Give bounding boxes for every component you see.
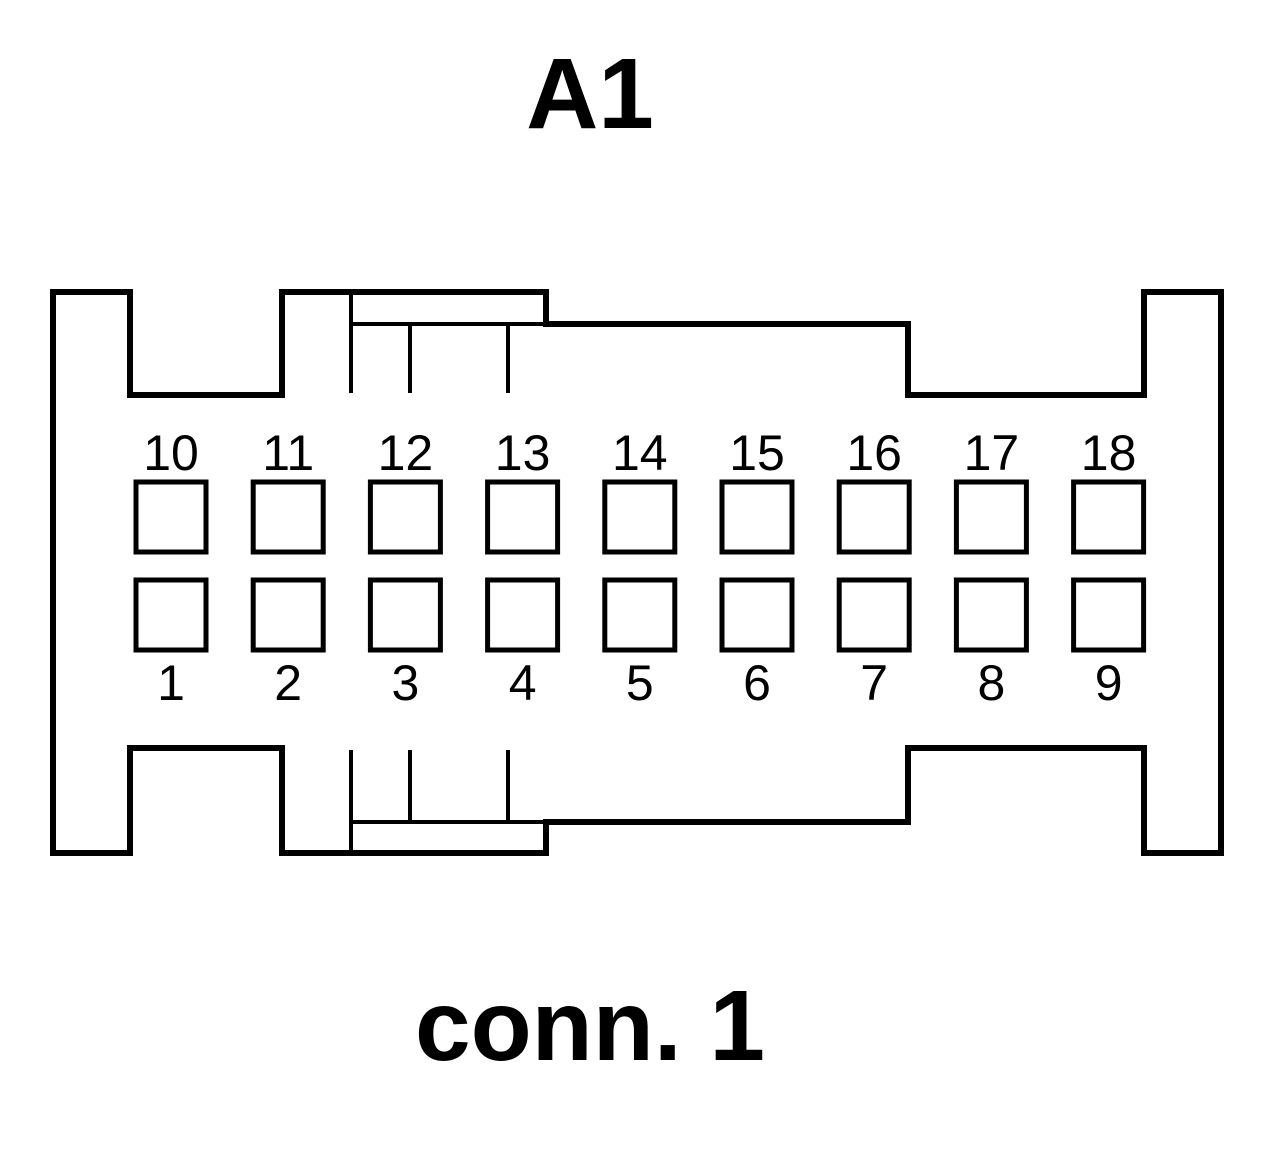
- pin-cavity-10: [133, 479, 209, 555]
- pin-label-18: 18: [1081, 425, 1137, 481]
- pin-label-11: 11: [262, 425, 314, 481]
- pin-cavity-6: [719, 577, 795, 653]
- pin-cavity-3: [367, 577, 443, 653]
- pin-row-top: 10 11 12 13 14 15 16 17 18: [133, 425, 1147, 555]
- pin-cavity-11: [250, 479, 326, 555]
- pin-cavity-1: [133, 577, 209, 653]
- pin-label-3: 3: [391, 655, 419, 711]
- pin-label-6: 6: [743, 655, 771, 711]
- pin-label-9: 9: [1095, 655, 1123, 711]
- connector-housing: [50, 289, 1224, 856]
- pin-cavity-9: [1071, 577, 1147, 653]
- pin-cavity-5: [602, 577, 678, 653]
- top-latch: [349, 295, 546, 393]
- pin-label-16: 16: [846, 425, 902, 481]
- bottom-latch: [349, 750, 546, 850]
- pin-label-2: 2: [274, 655, 302, 711]
- pin-cavity-4: [485, 577, 561, 653]
- pin-cavity-14: [602, 479, 678, 555]
- pin-label-7: 7: [860, 655, 888, 711]
- pin-cavity-15: [719, 479, 795, 555]
- pin-cavity-12: [367, 479, 443, 555]
- pin-label-17: 17: [964, 425, 1020, 481]
- pin-cavity-17: [953, 479, 1029, 555]
- pin-label-4: 4: [509, 655, 537, 711]
- pin-cavity-18: [1071, 479, 1147, 555]
- pin-label-8: 8: [977, 655, 1005, 711]
- pin-label-1: 1: [157, 655, 185, 711]
- pin-label-14: 14: [612, 425, 668, 481]
- pin-cavity-2: [250, 577, 326, 653]
- connector-id-label: A1: [526, 38, 654, 150]
- pin-cavity-8: [953, 577, 1029, 653]
- pin-label-10: 10: [143, 425, 199, 481]
- pin-label-12: 12: [378, 425, 434, 481]
- pin-row-bottom: 1 2 3 4 5 6 7 8 9: [133, 577, 1147, 711]
- connector-caption: conn. 1: [415, 970, 765, 1082]
- pin-label-5: 5: [626, 655, 654, 711]
- pin-label-13: 13: [495, 425, 551, 481]
- pin-cavity-16: [836, 479, 912, 555]
- pin-cavity-13: [485, 479, 561, 555]
- pin-cavity-7: [836, 577, 912, 653]
- pin-label-15: 15: [729, 425, 785, 481]
